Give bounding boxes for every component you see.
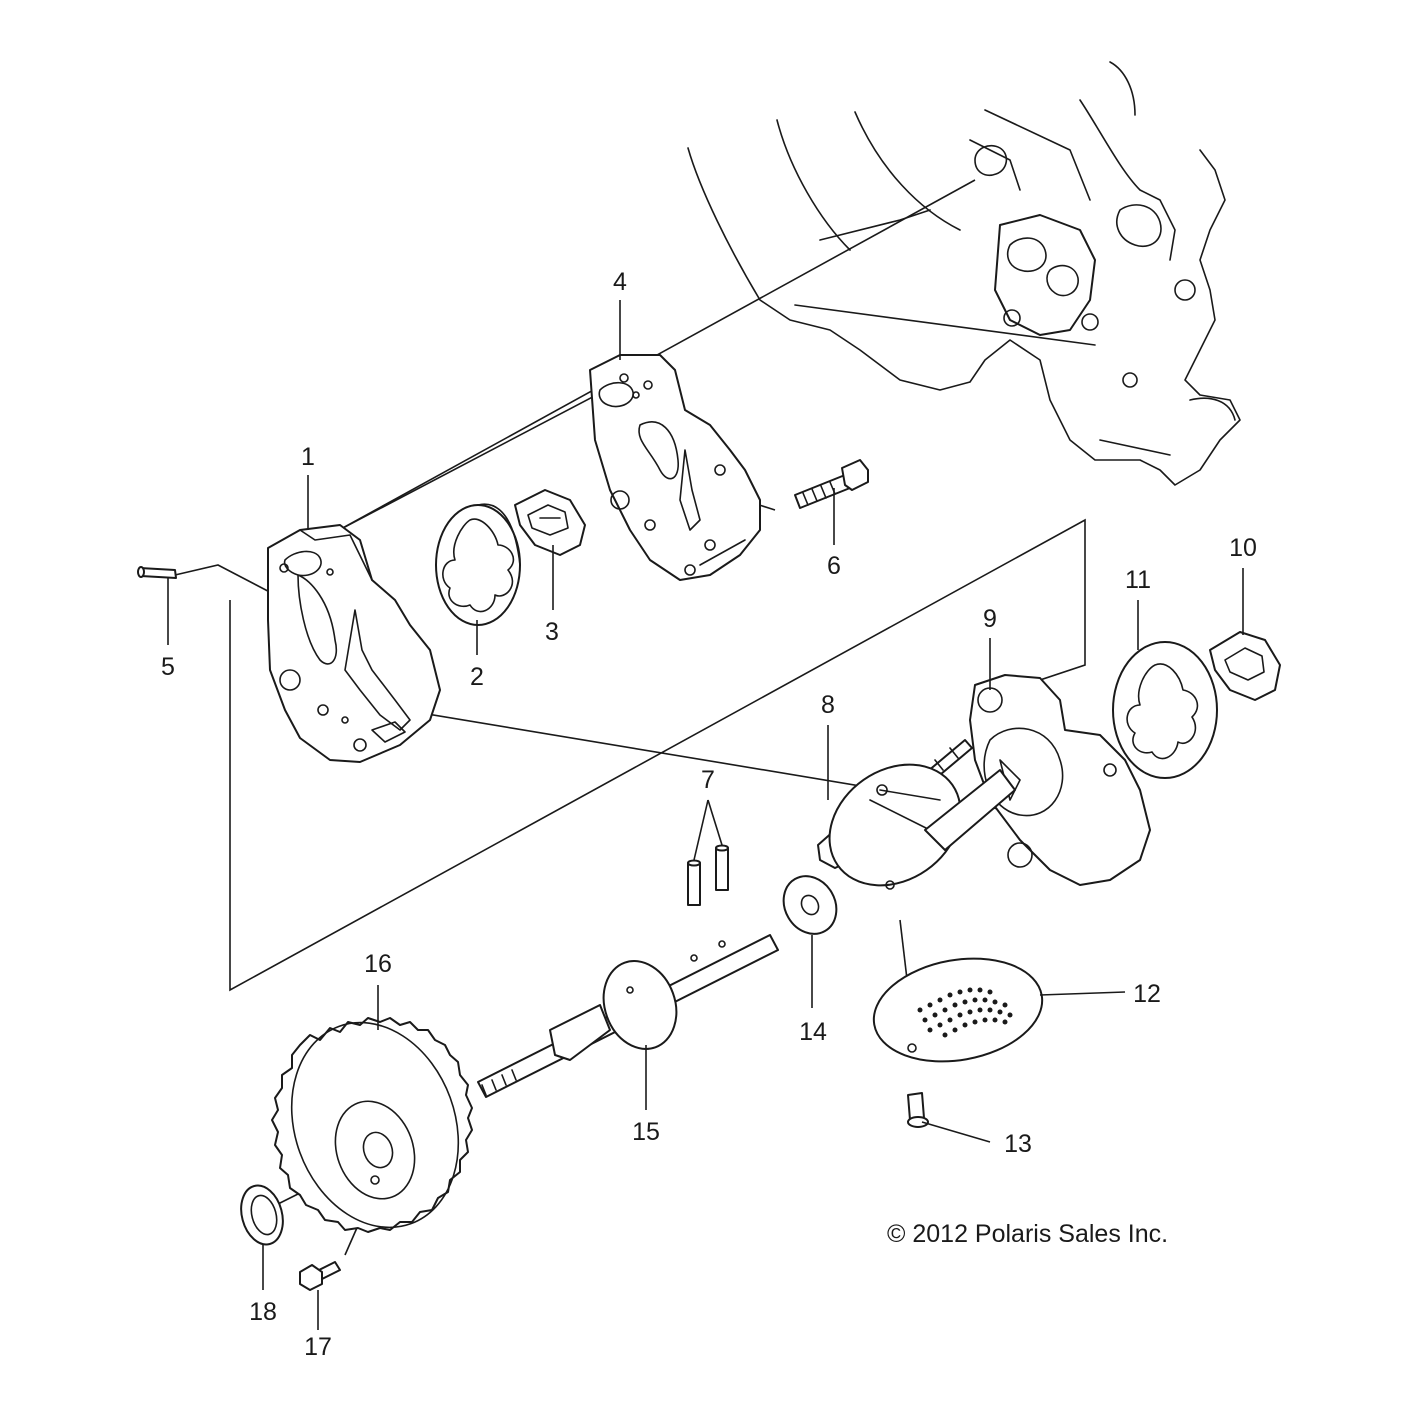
callout-1: 1 (301, 443, 315, 471)
callout-8: 8 (821, 691, 835, 719)
callout-18: 18 (249, 1298, 277, 1326)
part-13-screw (907, 1092, 929, 1128)
part-18-washer (240, 1184, 284, 1246)
callout-14: 14 (799, 1018, 827, 1046)
callout-2: 2 (470, 663, 484, 691)
callout-16: 16 (364, 950, 392, 978)
part-7-pins (687, 844, 729, 906)
callout-12: 12 (1133, 980, 1161, 1008)
callout-6: 6 (827, 552, 841, 580)
part-16-gear (271, 1017, 473, 1233)
callout-11: 11 (1125, 566, 1151, 594)
callout-4: 4 (613, 268, 627, 296)
callout-13: 13 (1004, 1130, 1032, 1158)
part-15-shaft (477, 934, 779, 1098)
part-11-outer-rotor (1112, 641, 1218, 779)
part-3-inner-rotor (514, 489, 586, 556)
engine-crankcase (687, 61, 1241, 486)
callout-10: 10 (1229, 534, 1257, 562)
callout-15: 15 (632, 1118, 660, 1146)
part-10-inner-rotor (1209, 631, 1281, 701)
copyright-notice: © 2012 Polaris Sales Inc. (887, 1220, 1168, 1248)
callout-5: 5 (161, 653, 175, 681)
callout-3: 3 (545, 618, 559, 646)
part-14-washer (782, 875, 838, 935)
part-5-dowel-pin (137, 566, 177, 579)
screen-mesh-dots (917, 987, 1013, 1038)
callout-7: 7 (701, 766, 715, 794)
callout-9: 9 (983, 605, 997, 633)
callout-leaders (167, 300, 1244, 1330)
part-9-pump-housing (828, 674, 1151, 890)
part-17-bolt (299, 1261, 341, 1291)
callout-17: 17 (304, 1333, 332, 1361)
part-1-pump-cover (267, 524, 441, 763)
callout-labels: 1 2 3 4 5 6 7 8 9 10 11 12 13 14 15 16 1… (161, 268, 1257, 1361)
part-12-oil-screen (872, 957, 1044, 1063)
part-6-bolt (794, 459, 869, 509)
part-4-pump-plate (589, 354, 761, 581)
part-2-outer-rotor (435, 503, 521, 626)
